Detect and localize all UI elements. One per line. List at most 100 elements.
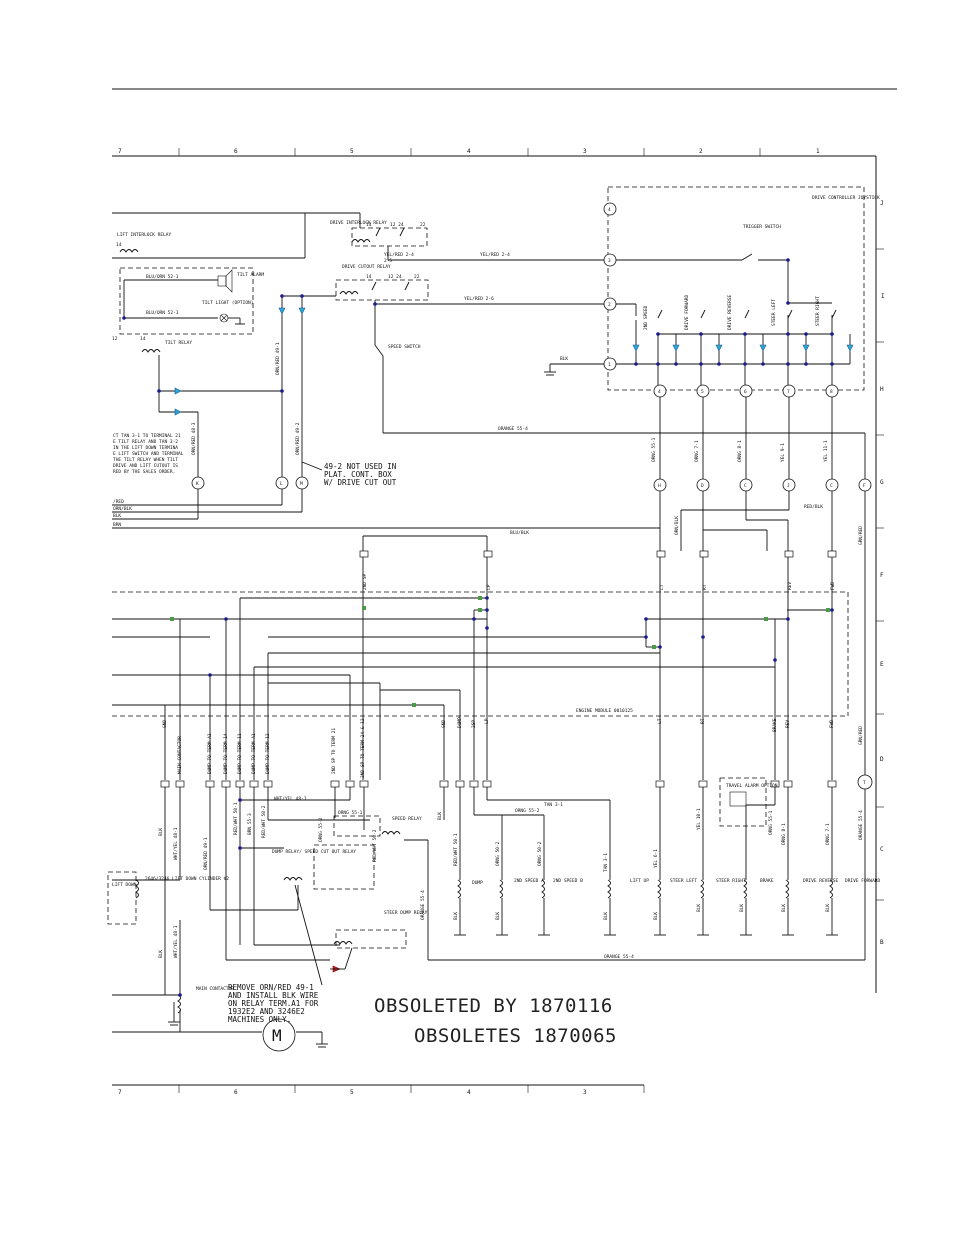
svg-text:BLU/ORN 52-1: BLU/ORN 52-1 [146, 274, 179, 280]
joystick-pin-4-label: 4 [608, 207, 611, 213]
svg-text:DUMP: DUMP [472, 880, 483, 886]
svg-text:LIFT INTERLOCK RELAY: LIFT INTERLOCK RELAY [117, 232, 171, 238]
left-connectors: K L M [191, 476, 309, 490]
svg-text:ORNG 55-1: ORNG 55-1 [651, 437, 657, 462]
svg-text:BLU/ORN 52-1: BLU/ORN 52-1 [146, 310, 179, 316]
drawing-border: 7 6 5 4 3 2 1 7 6 5 4 3 J I H G F E D C … [112, 148, 885, 1096]
svg-text:YEL 10-1: YEL 10-1 [696, 808, 702, 830]
svg-text:SPEED SWITCH: SPEED SWITCH [388, 344, 421, 350]
obsoleted-by-stamp: OBSOLETED BY 1870116 [374, 995, 613, 1017]
svg-text:2ND SPEED B: 2ND SPEED B [553, 878, 583, 884]
svg-text:DUMP: DUMP [457, 717, 463, 728]
zone-side-e: E [880, 661, 884, 668]
svg-text:AND INSTALL BLK WIRE: AND INSTALL BLK WIRE [228, 991, 319, 1000]
svg-text:STEER DUMP RELAY: STEER DUMP RELAY [384, 910, 428, 916]
svg-text:DUMP TO TERM 11: DUMP TO TERM 11 [237, 733, 243, 774]
svg-text:REMOVE ORN/RED 49-1: REMOVE ORN/RED 49-1 [228, 983, 314, 992]
svg-text:K: K [196, 481, 199, 487]
zone-top-7: 7 [118, 148, 122, 155]
svg-text:REV: REV [785, 720, 791, 728]
joystick-output-connectors: 4 5 6 7 8 ORNG 55-1 ORNG 7-1 ORNG 8-1 YE… [651, 384, 872, 492]
svg-text:DRIVE FORWARD: DRIVE FORWARD [845, 878, 881, 884]
svg-text:DUMP TO TERM 12: DUMP TO TERM 12 [265, 733, 271, 774]
svg-text:DRIVE REVERSE: DRIVE REVERSE [803, 878, 839, 884]
zone-bottom-6: 6 [234, 1089, 238, 1096]
zone-side-c: C [880, 846, 884, 853]
zone-top-1: 1 [816, 148, 820, 155]
zone-bottom-4: 4 [467, 1089, 471, 1096]
svg-text:E TILT RELAY AND TAN 3-2: E TILT RELAY AND TAN 3-2 [113, 439, 178, 445]
svg-text:2ND SP: 2ND SP [362, 573, 368, 590]
svg-text:YEL 11-1: YEL 11-1 [823, 440, 829, 462]
svg-text:ENGINE MODULE 0010125: ENGINE MODULE 0010125 [576, 708, 633, 714]
svg-text:H: H [658, 483, 661, 489]
svg-text:T: T [863, 780, 866, 786]
svg-text:TILT RELAY: TILT RELAY [165, 340, 192, 346]
svg-text:ON RELAY TERM.A1 FOR: ON RELAY TERM.A1 FOR [228, 999, 319, 1008]
svg-text:ORN/RED 49-1: ORN/RED 49-1 [275, 342, 281, 375]
svg-text:DRIVE INTERLOCK RELAY: DRIVE INTERLOCK RELAY [330, 220, 387, 226]
svg-text:M: M [300, 481, 303, 487]
svg-text:ORANGE 55-4: ORANGE 55-4 [604, 954, 634, 960]
svg-text:BRAKE: BRAKE [760, 878, 774, 884]
svg-text:YEL/RED 2-4: YEL/RED 2-4 [384, 252, 414, 258]
travel-alarm: TRAVEL ALARM OPTION [719, 777, 778, 827]
svg-text:2SP: 2SP [471, 720, 477, 728]
svg-text:BLK: BLK [653, 912, 659, 920]
svg-text:TRAVEL ALARM OPTION: TRAVEL ALARM OPTION [726, 783, 778, 789]
drive-controller-joystick: DRIVE CONTROLLER JOYSTICK 4 3 2 1 TRIGGE… [544, 186, 880, 391]
svg-text:BRN 55-3: BRN 55-3 [247, 813, 253, 835]
valve-coils [454, 879, 838, 936]
svg-text:DRIVE AND LIFT CUTOUT IS: DRIVE AND LIFT CUTOUT IS [113, 463, 178, 469]
svg-text:RED/WHT 50-1: RED/WHT 50-1 [233, 802, 239, 835]
svg-text:14: 14 [366, 274, 372, 280]
svg-text:GRN/RED: GRN/RED [858, 526, 864, 545]
svg-text:12 24: 12 24 [388, 274, 402, 280]
svg-text:BLK: BLK [453, 912, 459, 920]
svg-text:BLK: BLK [603, 912, 609, 920]
svg-text:RT: RT [700, 718, 706, 724]
zone-bottom-5: 5 [350, 1089, 354, 1096]
svg-text:THE TILT RELAY WHEN TILT: THE TILT RELAY WHEN TILT [113, 457, 178, 463]
svg-text:LP: LP [484, 718, 490, 724]
svg-text:2646/3246 LIFT DOWN CYLINDER #: 2646/3246 LIFT DOWN CYLINDER #2 [145, 876, 229, 882]
svg-text:YEL/RED 2-4: YEL/RED 2-4 [480, 252, 510, 258]
svg-text:DUMP TO TERM 14: DUMP TO TERM 14 [223, 733, 229, 774]
dump-relay: DUMP RELAY/ SPEED CUT OUT RELAY [272, 844, 375, 890]
svg-text:ORANGE 55-4: ORANGE 55-4 [420, 890, 426, 920]
svg-text:E LIFT SWITCH AND TERMINAL: E LIFT SWITCH AND TERMINAL [113, 451, 184, 457]
zone-bottom-7: 7 [118, 1089, 122, 1096]
tilt-note: CT TAN 3-1 TO TERMINAL 21 E TILT RELAY A… [113, 433, 184, 475]
svg-text:ORN/BLK: ORN/BLK [674, 516, 680, 535]
zone-bottom-3: 3 [583, 1089, 587, 1096]
steer-dump-relay: STEER DUMP RELAY [333, 910, 428, 949]
svg-text:TILT ALARM: TILT ALARM [237, 272, 264, 278]
motor: M [262, 1018, 296, 1052]
svg-text:7: 7 [787, 389, 790, 395]
svg-text:MAIN CONTACTOR: MAIN CONTACTOR [177, 736, 183, 774]
svg-text:TILT LIGHT (OPTION): TILT LIGHT (OPTION) [202, 300, 253, 306]
svg-text:2ND SP TO TERM 21: 2ND SP TO TERM 21 [331, 728, 337, 774]
svg-text:6: 6 [744, 389, 747, 395]
svg-text:LIFT DOWN: LIFT DOWN [112, 882, 137, 888]
joystick-pin-2-label: 2 [608, 302, 611, 308]
svg-text:FWD: FWD [830, 582, 836, 590]
svg-text:RED/WHT 50-2: RED/WHT 50-2 [261, 805, 267, 838]
svg-text:C: C [744, 483, 747, 489]
switch-drive-forward-label: DRIVE FORWARD [684, 294, 690, 330]
svg-text:2-5: 2-5 [384, 258, 392, 264]
svg-text:ORN/RED 49-2: ORN/RED 49-2 [295, 422, 301, 455]
svg-text:ORNG 55-2: ORNG 55-2 [515, 808, 540, 814]
zone-top-3: 3 [583, 148, 587, 155]
svg-text:2ND SP TO TERM 24 & 12: 2ND SP TO TERM 24 & 12 [360, 718, 366, 778]
svg-text:RED BY THE SALES ORDER.: RED BY THE SALES ORDER. [113, 469, 175, 475]
svg-text:FWD: FWD [829, 720, 835, 728]
svg-text:STEER LEFT: STEER LEFT [670, 878, 697, 884]
svg-text:ORANGE 55-4: ORANGE 55-4 [858, 810, 864, 840]
svg-text:ORNG 8-1: ORNG 8-1 [781, 823, 787, 845]
zone-side-g: G [880, 479, 884, 486]
zone-side-b: B [880, 939, 884, 946]
